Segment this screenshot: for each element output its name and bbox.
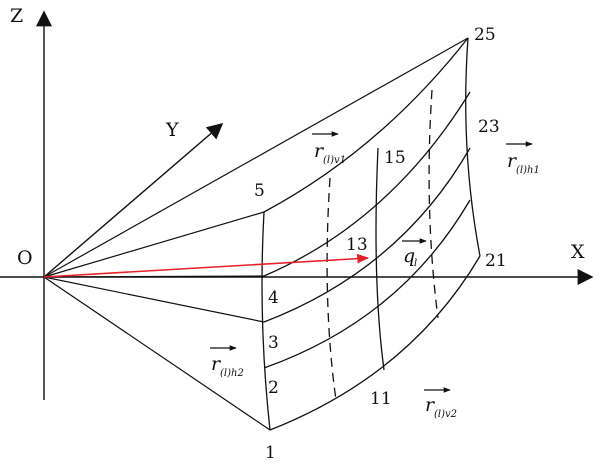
point-label-4: 4	[268, 288, 279, 308]
dashed-line-right	[428, 89, 439, 319]
ray-to-5	[43, 211, 265, 278]
vector-label-rv1: r (l)v1	[312, 131, 346, 166]
point-label-1: 1	[265, 443, 276, 463]
ray-to-25	[43, 37, 469, 278]
point-label-23: 23	[478, 117, 500, 137]
curve-2-row	[263, 199, 471, 369]
point-label-5: 5	[254, 181, 265, 201]
point-label-2: 2	[268, 378, 279, 398]
curve-1-21	[269, 255, 481, 431]
position-vector-ql	[43, 253, 370, 278]
point-labels: 25 23 15 5 13 21 4 3 2 11 1	[254, 25, 507, 463]
x-axis-label: X	[571, 241, 585, 263]
ray-to-3	[43, 276, 265, 323]
point-label-3: 3	[268, 333, 279, 353]
vector-base-rh1: r	[507, 150, 518, 172]
grid-line-15-11	[375, 147, 385, 371]
origin-rays	[43, 37, 469, 431]
vector-sub-rv2: (l)v2	[434, 409, 457, 420]
vector-sub-ql: l	[414, 258, 417, 269]
y-axis	[43, 122, 224, 278]
dashed-line-left	[326, 177, 337, 401]
vector-label-rh1: r (l)h1	[506, 141, 540, 176]
point-label-21: 21	[485, 251, 507, 271]
vector-base-rv1: r	[314, 140, 325, 162]
vector-label-rh2: r (l)h2	[210, 345, 244, 379]
vector-label-rv2: r (l)v2	[424, 387, 457, 420]
point-label-11: 11	[370, 389, 392, 409]
ray-to-1	[43, 276, 271, 431]
vector-sub-rh1: (l)h1	[516, 165, 540, 176]
edge-1-5	[261, 211, 271, 431]
vector-sub-rh2: (l)h2	[220, 368, 244, 379]
axes	[0, 10, 594, 400]
point-label-25: 25	[474, 25, 496, 45]
vector-label-ql: q l	[402, 238, 427, 269]
vector-base-rv2: r	[425, 394, 436, 416]
curve-3-row	[263, 147, 471, 323]
z-axis-label: Z	[10, 5, 23, 27]
y-axis-label: Y	[165, 119, 179, 141]
point-label-15: 15	[384, 148, 406, 168]
vector-base-rh2: r	[211, 353, 222, 375]
curve-5-25	[263, 37, 469, 213]
point-label-13: 13	[346, 235, 368, 255]
edge-21-25	[465, 37, 481, 257]
vector-base-ql: q	[403, 245, 415, 267]
curve-4-23	[263, 91, 471, 277]
vector-sub-rv1: (l)v1	[323, 155, 346, 166]
ray-to-4	[43, 275, 265, 278]
surface-grid	[261, 37, 481, 431]
origin-label: O	[17, 247, 33, 269]
dashed-grid	[326, 89, 439, 401]
